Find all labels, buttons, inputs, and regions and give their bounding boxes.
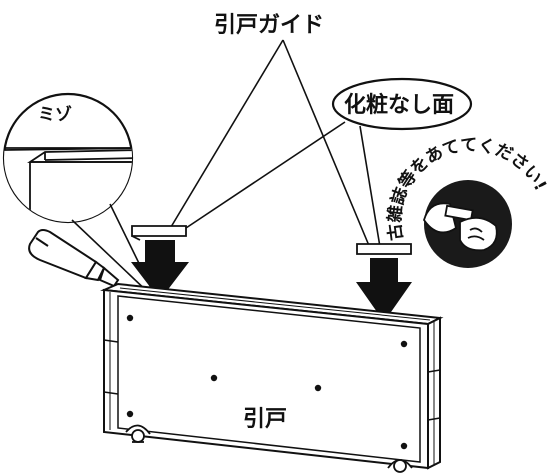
roller-wheel-left bbox=[125, 424, 151, 443]
guide-piece-left bbox=[131, 225, 187, 241]
hammer-icon bbox=[423, 202, 498, 252]
guide-piece-right bbox=[356, 243, 412, 255]
non-cosmetic-face-label: 化粧なし面 bbox=[344, 92, 454, 118]
down-arrow-icon bbox=[356, 258, 412, 322]
non-cosmetic-face-callout: 化粧なし面 bbox=[179, 77, 473, 248]
hammer-badge bbox=[423, 180, 512, 268]
glue-tube-icon bbox=[28, 229, 120, 288]
sliding-door-panel bbox=[100, 282, 444, 470]
screw-icon bbox=[126, 314, 408, 450]
sliding-door-label: 引戸 bbox=[243, 407, 287, 432]
guide-label: 引戸ガイド bbox=[214, 13, 324, 38]
roller-wheel-right bbox=[387, 459, 413, 473]
down-arrow-icon bbox=[131, 240, 189, 300]
groove-label: ミゾ bbox=[38, 105, 72, 125]
groove-detail-circle: ミゾ bbox=[2, 92, 156, 297]
guide-leader-lines bbox=[167, 39, 371, 249]
